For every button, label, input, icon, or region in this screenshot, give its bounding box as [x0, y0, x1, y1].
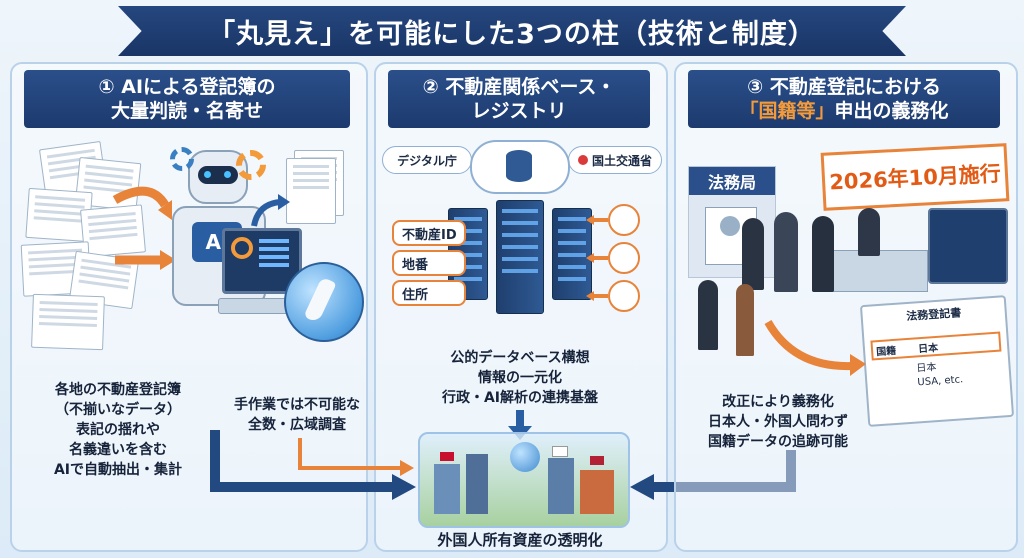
- person-icon: [774, 212, 798, 292]
- effective-date-sign: 2026年10月施行: [820, 143, 1010, 211]
- tag-label: 住所: [402, 287, 429, 303]
- city-diorama: [418, 432, 630, 528]
- monitor-icon: [928, 208, 1008, 284]
- caption-line: 国籍データの追跡可能: [708, 434, 848, 450]
- certificate-row-value: USA, etc.: [917, 374, 964, 389]
- arrow-right-icon: [392, 474, 416, 500]
- person-icon: [698, 280, 718, 350]
- caption-line: 行政・AI解析の連携基盤: [441, 390, 599, 406]
- arrow-left-icon: [630, 474, 654, 500]
- globe-japan-icon: [284, 262, 364, 342]
- caption-line: 改正により義務化: [722, 394, 834, 410]
- panel-ai-number: ①: [98, 76, 115, 98]
- person-icon: [858, 208, 880, 256]
- panel-registry-heading: ② 不動産関係ベース・ レジストリ: [388, 70, 650, 128]
- caption-line: 日本人・外国人問わず: [708, 414, 848, 430]
- database-icon: [608, 204, 640, 236]
- panel-ai-caption-right: 手作業では不可能な 全数・広域調査: [222, 395, 372, 435]
- gear-icon: [236, 150, 266, 180]
- arrow-icon: [764, 319, 866, 376]
- network-icon: [608, 242, 640, 274]
- tag-lot-number: 地番: [392, 250, 466, 276]
- panel-ai-caption-left: 各地の不動産登記簿 （不揃いなデータ） 表記の揺れや 名義違いを含む AIで自動…: [18, 380, 218, 480]
- caption-line: 表記の揺れや: [76, 422, 160, 438]
- caption-line: 全数・広域調査: [248, 417, 346, 433]
- panel-nationality-number: ③: [747, 76, 764, 98]
- panel-ai-heading-line1: AIによる登記簿の: [121, 76, 276, 98]
- connector-line: [786, 450, 796, 492]
- tag-label: 不動産ID: [402, 227, 457, 243]
- agency-mlit: 国土交通省: [568, 146, 662, 174]
- panel-nationality-highlight: 「国籍等」: [739, 100, 835, 122]
- panel-nationality-caption: 改正により義務化 日本人・外国人問わず 国籍データの追跡可能: [680, 392, 876, 452]
- tag-address: 住所: [392, 280, 466, 306]
- effective-date-label: 2026年10月施行: [828, 161, 1002, 195]
- panel-registry-number: ②: [422, 76, 439, 98]
- certificate-row-value: 日本: [916, 362, 937, 375]
- server-icon: [496, 200, 544, 314]
- title-banner: 「丸見え」を可能にした3つの柱（技術と制度）: [118, 6, 906, 56]
- page-title: 「丸見え」を可能にした3つの柱（技術と制度）: [208, 18, 816, 50]
- tag-label: 地番: [402, 257, 429, 273]
- caption-line: 公的データベース構想: [450, 350, 590, 366]
- caption-line: 名義違いを含む: [69, 442, 167, 458]
- panel-nationality-heading: ③ 不動産登記における 「国籍等」申出の義務化: [688, 70, 1000, 128]
- caption-line: AIで自動抽出・集計: [53, 462, 183, 478]
- connector-line: [646, 482, 796, 492]
- caption-line: 手作業では不可能な: [234, 397, 360, 413]
- flag-icon: [590, 456, 604, 465]
- counter-desk: [830, 250, 928, 292]
- output-documents: [286, 150, 344, 224]
- agency-mlit-label: 国土交通省: [591, 153, 652, 168]
- agency-digital-label: デジタル庁: [397, 153, 457, 168]
- mlit-logo-icon: [577, 155, 588, 165]
- cloud-icon: [470, 140, 570, 194]
- certificate-row-value: 日本: [917, 342, 939, 355]
- caption-line: 各地の不動産登記簿: [55, 382, 181, 398]
- caption-line: （不揃いなデータ）: [55, 402, 181, 418]
- certificate-row-label: 国籍: [875, 345, 897, 358]
- panel-registry-caption: 公的データベース構想 情報の一元化 行政・AI解析の連携基盤: [390, 348, 650, 408]
- panel-nationality-heading-line2: 申出の義務化: [834, 100, 949, 122]
- arrow-icon: [251, 194, 290, 227]
- bottom-caption: 外国人所有資産の透明化: [437, 531, 603, 549]
- person-icon: [736, 284, 754, 356]
- arrow-icon: [112, 186, 176, 270]
- arrow-icon: [586, 215, 608, 301]
- flag-icon: [440, 452, 454, 461]
- arrow-orange-icon: [298, 438, 414, 476]
- certificate-row-nationality: 国籍 日本: [870, 331, 1002, 361]
- gear-icon: [170, 147, 194, 171]
- certificate-title: 法務登記書: [905, 306, 962, 324]
- office-sign: 法務局: [689, 167, 775, 195]
- panel-ai-heading-line2: 大量判読・名寄せ: [110, 100, 263, 122]
- calendar-icon: [608, 280, 640, 312]
- connector-line: [210, 430, 220, 490]
- person-icon: [812, 216, 834, 292]
- caption-line: 情報の一元化: [478, 370, 562, 386]
- globe-icon: [510, 442, 540, 472]
- connector-line: [210, 482, 396, 492]
- flag-icon: [552, 446, 568, 457]
- person-icon: [742, 218, 764, 290]
- robot-head: [188, 150, 248, 204]
- server-icon: [552, 208, 592, 300]
- document-icon: [31, 293, 105, 351]
- panel-registry-heading-line2: レジストリ: [471, 100, 567, 122]
- registry-certificate: 法務登記書 国籍 日本 日本 USA, etc.: [859, 295, 1015, 427]
- panel-registry-heading-line1: 不動産関係ベース・: [445, 76, 616, 98]
- document-icon: [286, 158, 336, 224]
- tag-real-estate-id: 不動産ID: [392, 220, 466, 246]
- agency-digital: デジタル庁: [382, 146, 472, 174]
- panel-ai-heading: ① AIによる登記簿の 大量判読・名寄せ: [24, 70, 350, 128]
- panel-nationality-heading-line1: 不動産登記における: [769, 76, 941, 98]
